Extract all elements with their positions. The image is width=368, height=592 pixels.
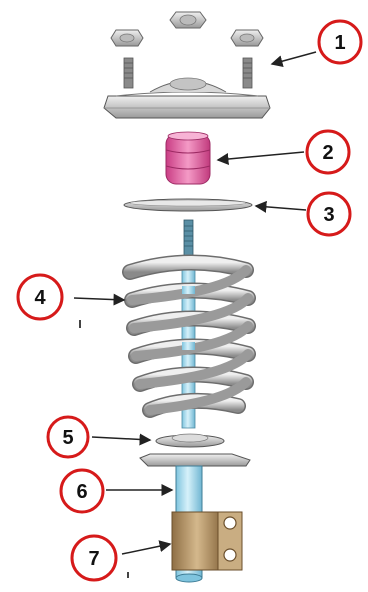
callout-1: 1	[319, 21, 361, 63]
stud-left	[124, 58, 133, 88]
bump-stop	[166, 132, 210, 184]
callout-3: 3	[308, 193, 350, 235]
callout-number: 1	[334, 32, 345, 54]
knuckle-clamp	[172, 512, 242, 570]
callout-6: 6	[61, 470, 103, 512]
nut-top-center	[170, 12, 206, 28]
callout-5: 5	[48, 417, 88, 457]
nut-left	[111, 30, 143, 46]
callout-number: 2	[322, 142, 333, 164]
callout-number: 5	[62, 427, 73, 449]
speck	[79, 320, 81, 328]
leader-arrow-5	[92, 437, 150, 440]
stud-right	[243, 58, 252, 88]
spring-seat-lower	[140, 434, 250, 466]
leader-arrow-7	[122, 544, 170, 554]
spring-seat-upper	[124, 199, 252, 211]
rod-segment	[182, 342, 195, 350]
callout-number: 6	[76, 481, 87, 503]
leader-arrow-1	[272, 52, 316, 64]
callout-number: 3	[323, 204, 334, 226]
speck	[127, 572, 129, 578]
rod-segment	[182, 286, 195, 294]
callout-7: 7	[72, 536, 116, 580]
leader-arrow-3	[256, 206, 306, 210]
strut-mount	[104, 12, 270, 118]
leader-arrow-2	[218, 152, 304, 160]
leader-arrow-4	[74, 298, 124, 300]
callout-number: 4	[34, 287, 46, 309]
callout-2: 2	[307, 131, 349, 173]
nut-right	[231, 30, 263, 46]
callout-number: 7	[88, 548, 99, 570]
callout-4: 4	[18, 275, 62, 319]
